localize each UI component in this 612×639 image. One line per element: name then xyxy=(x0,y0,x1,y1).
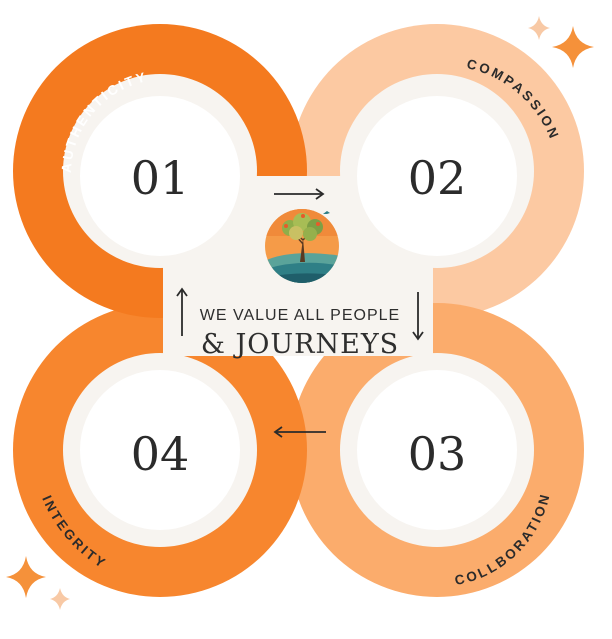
sparkle-small-icon xyxy=(528,16,550,40)
center-subtitle: & JOURNEYS xyxy=(201,329,399,360)
arrow-up-icon xyxy=(176,287,188,336)
arrow-down-icon xyxy=(412,292,424,341)
center-title: WE VALUE ALL PEOPLE xyxy=(200,307,400,324)
sparkle-bottom-small-icon xyxy=(50,588,70,610)
number-01: 01 xyxy=(131,151,190,205)
sparkle-bottom-icon xyxy=(6,556,46,598)
number-03: 03 xyxy=(408,427,467,481)
number-02: 02 xyxy=(408,151,467,205)
disc-01 xyxy=(80,96,240,256)
disc-03 xyxy=(357,370,517,530)
bird-icon xyxy=(323,211,330,214)
number-04: 04 xyxy=(131,427,190,481)
arrow-right-icon xyxy=(274,188,325,200)
sparkle-icon xyxy=(552,26,594,68)
disc-02 xyxy=(357,96,517,256)
arrow-left-icon xyxy=(273,426,326,438)
disc-04 xyxy=(80,370,240,530)
